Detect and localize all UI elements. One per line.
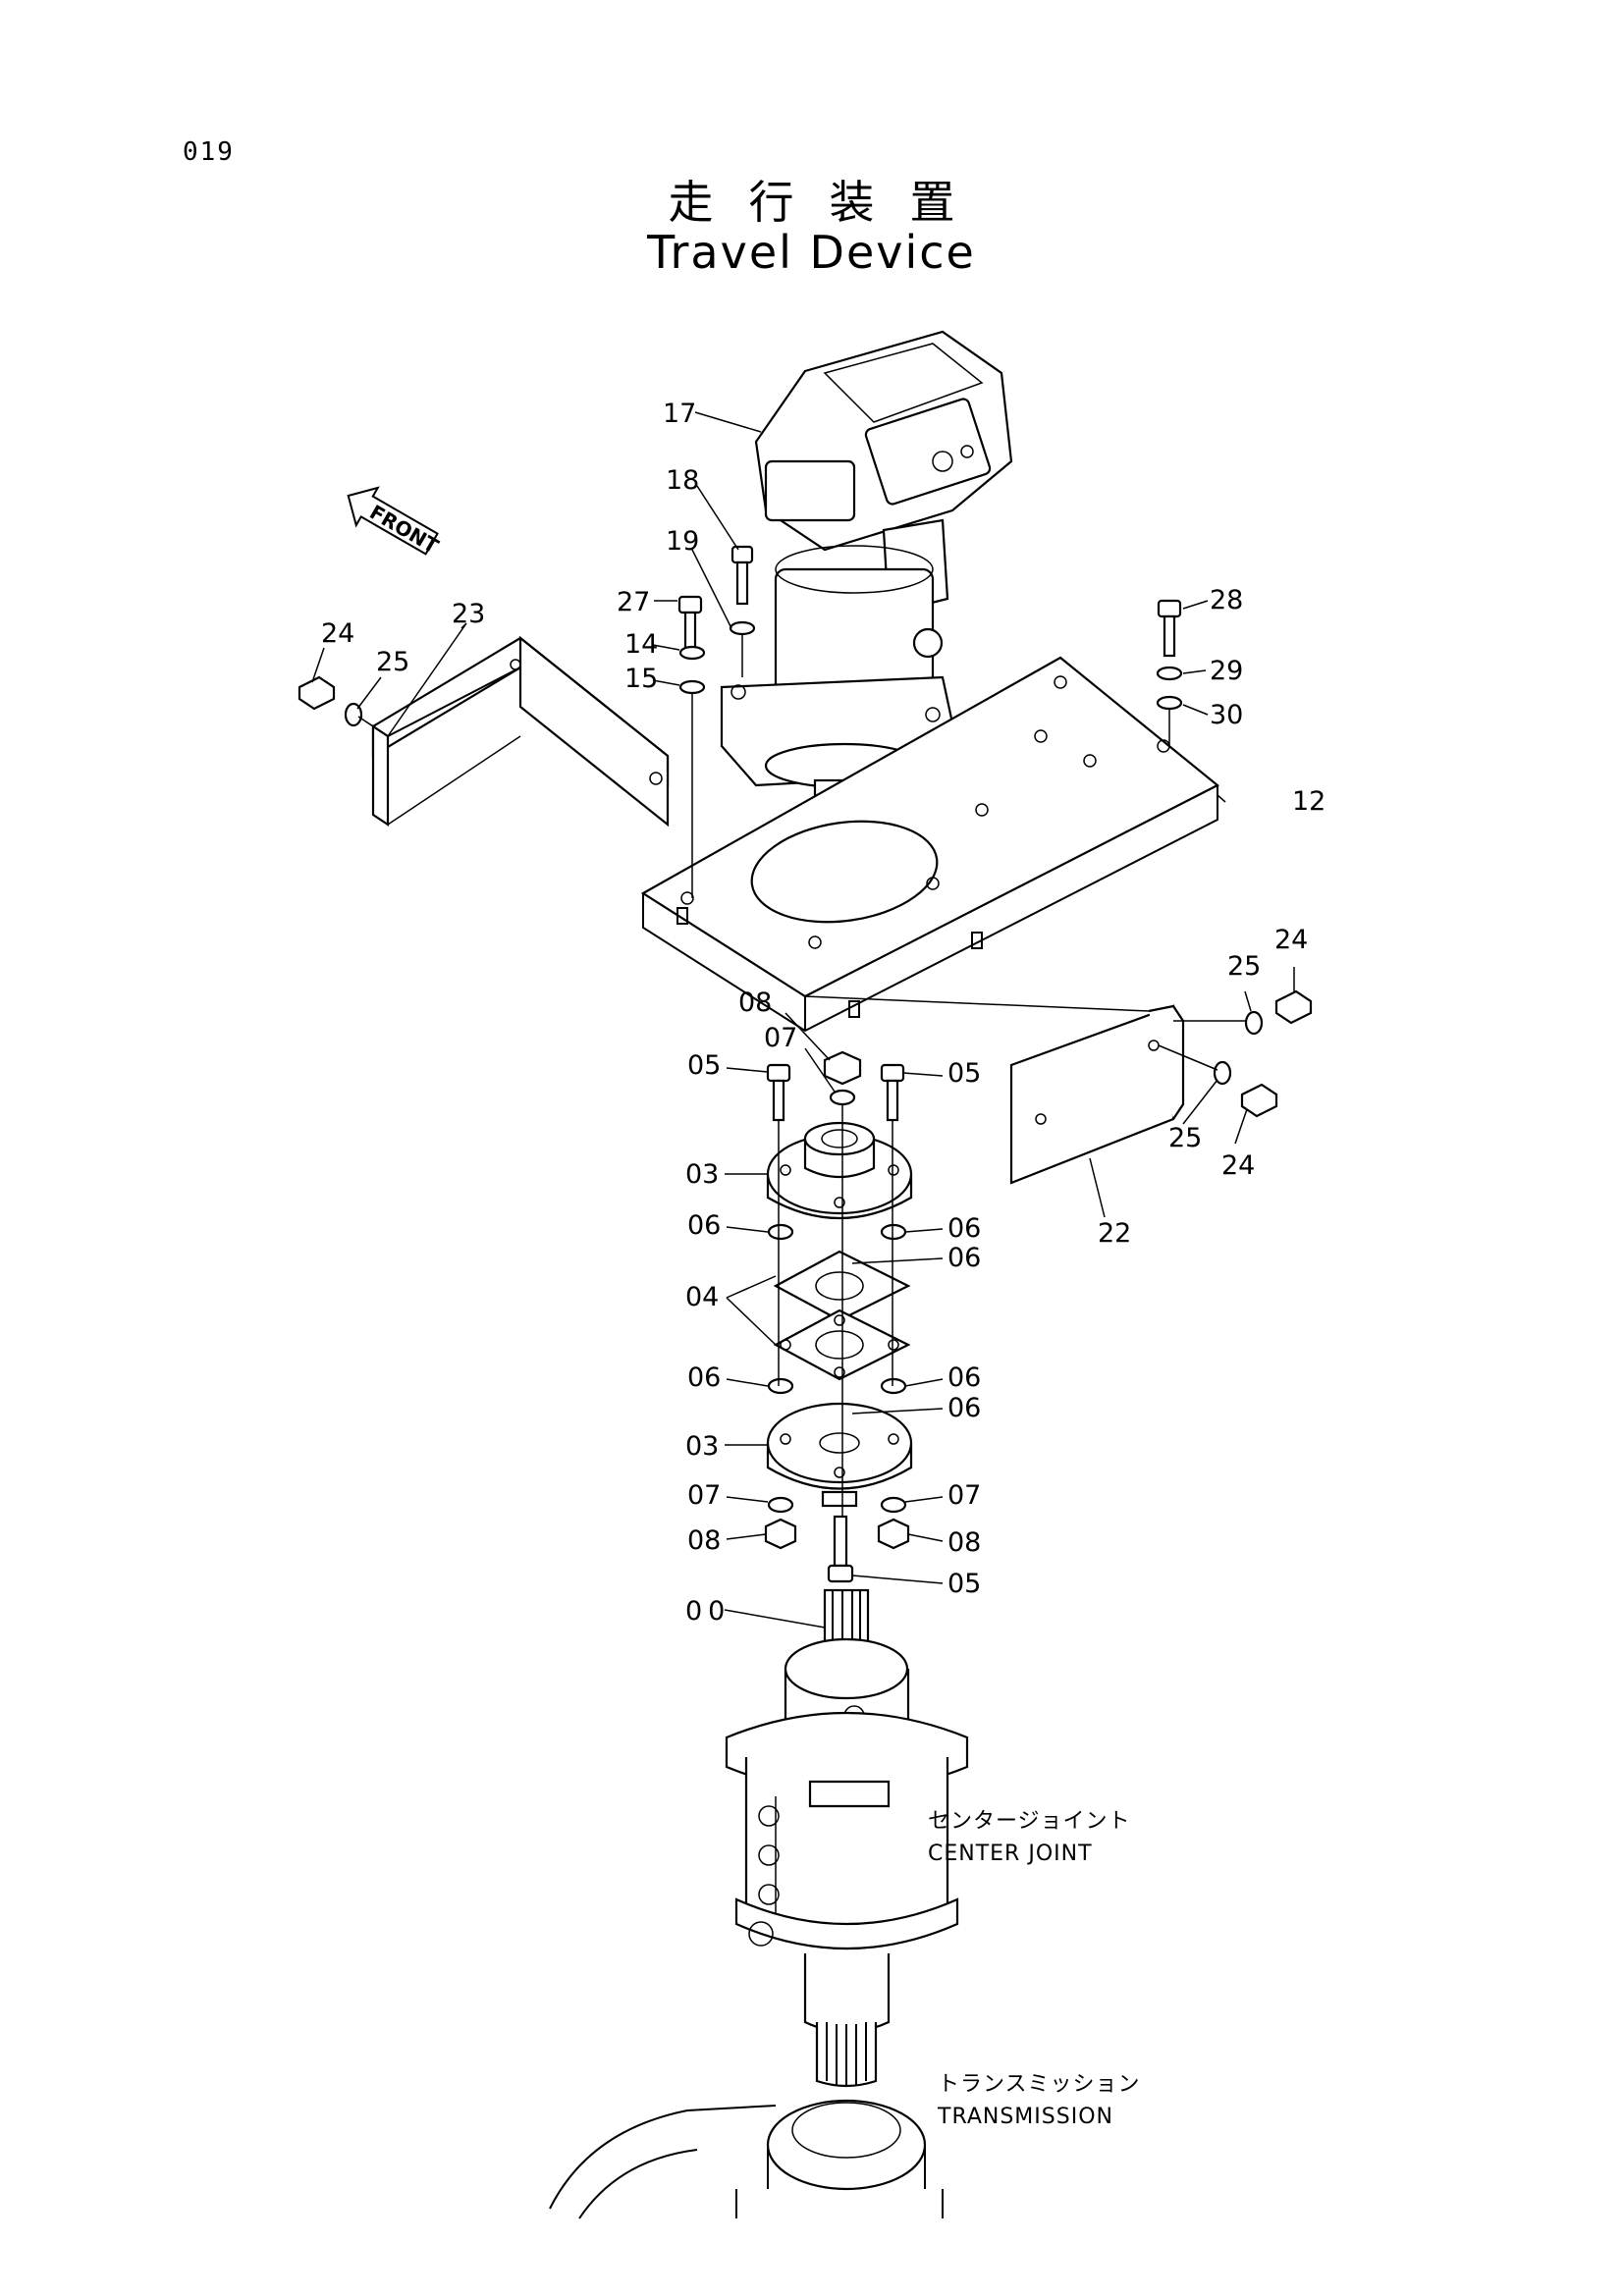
callout-08-top: 08: [738, 988, 772, 1018]
front-arrow-icon: FRONT: [347, 486, 443, 559]
leader-lines: [311, 411, 1295, 1629]
callout-17: 17: [663, 399, 696, 429]
callout-04: 04: [685, 1282, 719, 1312]
callout-18: 18: [666, 465, 699, 496]
transmission-label-en: TRANSMISSION: [937, 2105, 1113, 2129]
callout-labels: 17 18 19 27 14 15 23 24 25 28 29 30 12 2…: [321, 399, 1325, 1627]
page-number: 019: [183, 137, 235, 167]
callout-19: 19: [666, 526, 699, 557]
callout-24-left: 24: [321, 618, 354, 649]
callout-25-right-upper: 25: [1227, 951, 1261, 982]
transmission-label-jp: トランスミッション: [938, 2072, 1141, 2097]
component-notes: センタージョイント CENTER JOINT トランスミッション TRANSMI…: [928, 1809, 1141, 2129]
callout-07-left: 07: [687, 1480, 721, 1511]
callout-23: 23: [452, 599, 485, 629]
center-joint-label-jp: センタージョイント: [928, 1809, 1131, 1834]
callout-06-ll: 06: [687, 1362, 721, 1393]
left-cover: [371, 635, 670, 828]
callout-25-left: 25: [376, 647, 409, 677]
hardware-upper: [298, 545, 1313, 1118]
title-english: Travel Device: [647, 226, 976, 279]
callout-07-right: 07: [947, 1480, 981, 1511]
callout-14: 14: [624, 629, 658, 660]
callout-06-lc: 06: [947, 1393, 981, 1423]
right-cover: [804, 995, 1185, 1185]
callout-12: 12: [1292, 786, 1325, 817]
callout-06-uc: 06: [947, 1243, 981, 1273]
mounting-plate: [640, 656, 1220, 1033]
title-japanese: 走行装置: [668, 176, 991, 229]
callout-03-top: 03: [685, 1159, 719, 1190]
callout-05-left: 05: [687, 1050, 721, 1081]
callout-03-bottom: 03: [685, 1431, 719, 1462]
callout-05-right: 05: [947, 1058, 981, 1089]
callout-22: 22: [1098, 1218, 1131, 1249]
center-joint: [725, 1588, 969, 2088]
callout-24-right-upper: 24: [1274, 925, 1308, 955]
callout-27: 27: [617, 587, 650, 617]
callout-25-right-lower: 25: [1168, 1123, 1202, 1153]
callout-24-right-lower: 24: [1221, 1150, 1255, 1181]
coupling-stack: [764, 1050, 913, 1583]
callout-06-ul: 06: [687, 1210, 721, 1241]
center-joint-label-en: CENTER JOINT: [928, 1842, 1093, 1866]
callout-06-ur: 06: [947, 1213, 981, 1244]
callout-30: 30: [1210, 700, 1243, 730]
callout-00: 00: [685, 1596, 730, 1627]
callout-29: 29: [1210, 656, 1243, 686]
callout-08-right: 08: [947, 1527, 981, 1558]
transmission: [549, 2099, 944, 2219]
callout-28: 28: [1210, 585, 1243, 615]
callout-07-top: 07: [764, 1023, 797, 1053]
callout-06-lr: 06: [947, 1362, 981, 1393]
callout-08-left: 08: [687, 1525, 721, 1556]
callout-05-bottom: 05: [947, 1569, 981, 1599]
callout-15: 15: [624, 664, 658, 694]
